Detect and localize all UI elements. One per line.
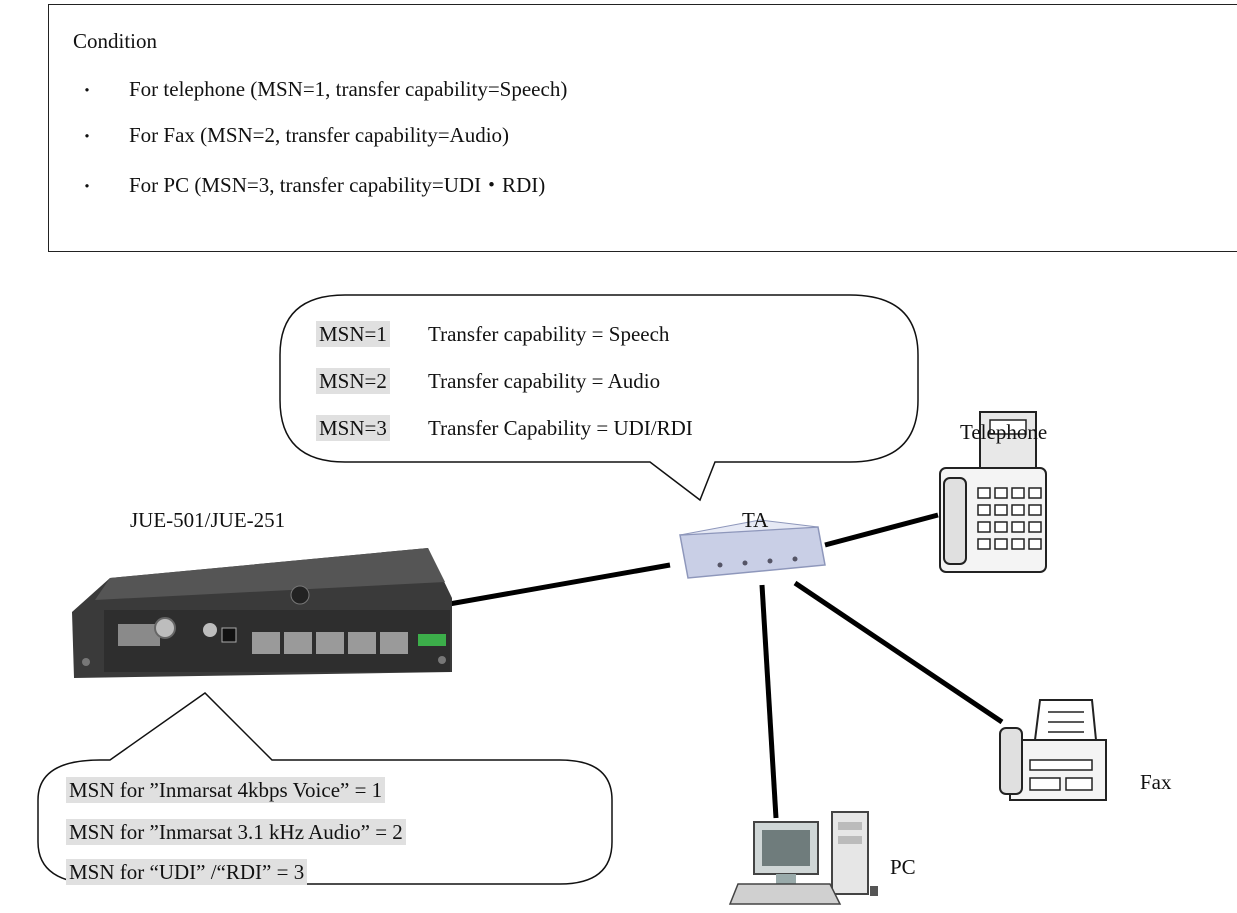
msn-value: MSN=1 [316,321,390,347]
line-ta-pc [759,584,779,819]
pc-label: PC [890,855,916,879]
msn-setting-text: MSN for ”Inmarsat 3.1 kHz Audio” = 2 [66,819,406,845]
condition-text: For Fax (MSN=2, transfer capability=Audi… [129,123,510,147]
transfer-capability-text: Transfer capability = Speech [428,322,670,346]
device-callout-row: MSN for ”Inmarsat 4kbps Voice” = 1 [66,777,386,803]
condition-text: For PC (MSN=3, transfer capability=UDI・R… [129,173,546,197]
msn-value: MSN=2 [316,368,390,394]
bullet-icon: ・ [79,179,96,196]
device-icon [72,548,452,678]
condition-item-telephone: ・ For telephone (MSN=1, transfer capabili… [79,77,567,102]
pc-icon [728,811,878,905]
telephone-icon [939,411,1047,573]
ta-callout-row: MSN=1 Transfer capability = Speech [316,321,670,347]
condition-title: Condition [73,29,158,53]
msn-setting-text: MSN for ”Inmarsat 4kbps Voice” = 1 [66,777,386,803]
bullet-icon: ・ [79,129,96,146]
transfer-capability-text: Transfer Capability = UDI/RDI [428,416,693,440]
condition-item-pc: ・ For PC (MSN=3, transfer capability=UDI・… [79,169,545,199]
telephone-label: Telephone [960,420,1048,444]
device-callout-row: MSN for ”Inmarsat 3.1 kHz Audio” = 2 [66,819,406,845]
bullet-icon: ・ [79,83,96,100]
fax-icon [999,699,1107,801]
condition-item-fax: ・ For Fax (MSN=2, transfer capability=Aud… [79,123,509,148]
line-ta-telephone [824,512,939,548]
ta-icon [679,519,826,579]
transfer-capability-text: Transfer capability = Audio [428,369,661,393]
ta-label: TA [742,508,769,532]
msn-value: MSN=3 [316,415,390,441]
ta-callout-row: MSN=2 Transfer capability = Audio [316,368,661,394]
ta-callout-bubble [279,294,919,502]
condition-text: For telephone (MSN=1, transfer capabilit… [129,77,568,101]
line-ta-fax [793,580,1004,725]
ta-callout-row: MSN=3 Transfer Capability = UDI/RDI [316,415,693,441]
fax-label: Fax [1140,770,1172,794]
msn-setting-text: MSN for “UDI” /“RDI” = 3 [66,859,308,885]
device-callout-row: MSN for “UDI” /“RDI” = 3 [66,859,308,885]
device-label: JUE-501/JUE-251 [130,508,286,532]
condition-box: Condition ・ For telephone (MSN=1, transfe… [48,4,1237,252]
